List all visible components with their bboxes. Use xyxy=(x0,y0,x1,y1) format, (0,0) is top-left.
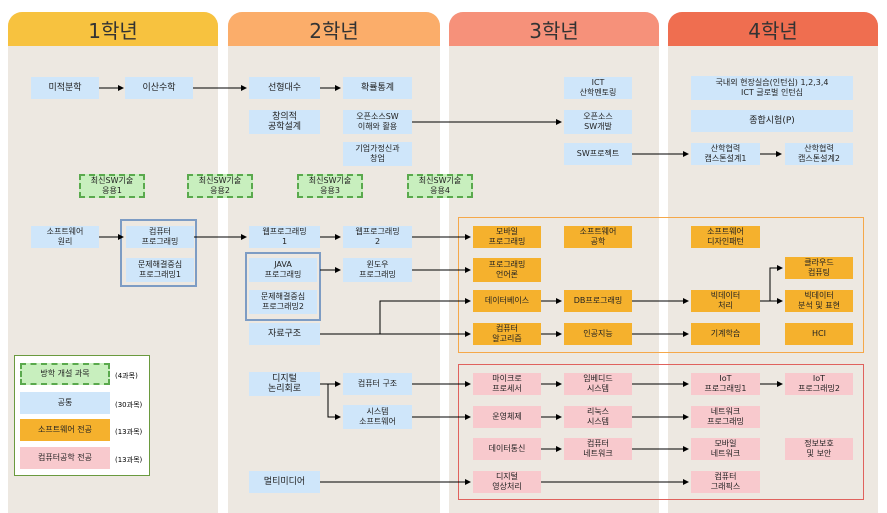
legend-swatch-common: 공통 xyxy=(20,392,110,414)
course-operating-systems[interactable]: 운영체제 xyxy=(473,406,541,428)
course-linux[interactable]: 리눅스 시스템 xyxy=(564,406,632,428)
course-system-software[interactable]: 시스템 소프트웨어 xyxy=(343,405,412,429)
legend: 방학 개설 과목 (4과목) 공통 (30과목) 소프트웨어 전공 (13과목)… xyxy=(14,355,150,476)
course-computer-network[interactable]: 컴퓨터 네트워크 xyxy=(564,438,632,460)
course-db-programming[interactable]: DB프로그래밍 xyxy=(564,290,632,312)
course-data-structure[interactable]: 자료구조 xyxy=(249,323,320,345)
course-prob-stats[interactable]: 확률통계 xyxy=(343,77,412,99)
course-latest-sw3[interactable]: 최신SW기술 응용3 xyxy=(297,174,363,198)
course-web-programming1[interactable]: 웹프로그래밍 1 xyxy=(249,226,320,248)
year-header-3: 3학년 xyxy=(449,12,659,46)
legend-swatch-computer-eng: 컴퓨터공학 전공 xyxy=(20,447,110,469)
course-creative-design[interactable]: 창의적 공학설계 xyxy=(249,110,320,134)
course-bigdata[interactable]: 빅데이터 처리 xyxy=(691,290,760,312)
course-mobile-programming[interactable]: 모바일 프로그래밍 xyxy=(473,226,541,248)
course-machine-learning[interactable]: 기계학습 xyxy=(691,323,760,345)
course-capstone2[interactable]: 산학협력 캡스톤설계2 xyxy=(785,143,853,165)
course-algorithms[interactable]: 컴퓨터 알고리즘 xyxy=(473,323,541,345)
course-mobile-network[interactable]: 모바일 네트워크 xyxy=(691,438,760,460)
course-data-communication[interactable]: 데이터통신 xyxy=(473,438,541,460)
course-hci[interactable]: HCI xyxy=(785,323,853,345)
course-windows-programming[interactable]: 윈도우 프로그래밍 xyxy=(343,258,412,282)
course-sw-design-patterns[interactable]: 소프트웨어 디자인패턴 xyxy=(691,226,760,248)
course-ict-mentoring[interactable]: ICT 산학멘토링 xyxy=(564,77,632,99)
course-latest-sw4[interactable]: 최신SW기술 응용4 xyxy=(407,174,473,198)
course-database[interactable]: 데이터베이스 xyxy=(473,290,541,312)
computer-eng-major-frame xyxy=(458,364,864,500)
course-calculus[interactable]: 미적분학 xyxy=(31,77,99,99)
software-major-frame xyxy=(458,217,864,353)
course-problem-solving1[interactable]: 문제해결중심 프로그래밍1 xyxy=(126,258,194,282)
legend-swatch-software: 소프트웨어 전공 xyxy=(20,419,110,441)
legend-swatch-vacation: 방학 개설 과목 xyxy=(20,363,110,385)
highlight-frame-year2 xyxy=(245,252,321,321)
course-computer-graphics[interactable]: 컴퓨터 그래픽스 xyxy=(691,471,760,493)
course-comprehensive-exam[interactable]: 종합시험(P) xyxy=(691,110,853,132)
course-discrete-math[interactable]: 이산수학 xyxy=(125,77,193,99)
course-programming-languages[interactable]: 프로그래밍 언어론 xyxy=(473,258,541,282)
course-microprocessor[interactable]: 마이크로 프로세서 xyxy=(473,373,541,395)
course-cloud[interactable]: 클라우드 컴퓨팅 xyxy=(785,257,853,279)
course-java-programming[interactable]: JAVA 프로그래밍 xyxy=(249,258,317,282)
course-computer-programming[interactable]: 컴퓨터 프로그래밍 xyxy=(126,226,194,248)
course-field-practice[interactable]: 국내외 현장실습(인턴십) 1,2,3,4 ICT 글로벌 인턴십 xyxy=(691,76,853,100)
course-multimedia[interactable]: 멀티미디어 xyxy=(249,471,320,493)
course-info-security[interactable]: 정보보호 및 보안 xyxy=(785,438,853,460)
course-latest-sw2[interactable]: 최신SW기술 응용2 xyxy=(187,174,253,198)
course-computer-structure[interactable]: 컴퓨터 구조 xyxy=(343,373,412,395)
course-embedded[interactable]: 임베디드 시스템 xyxy=(564,373,632,395)
course-iot1[interactable]: IoT 프로그래밍1 xyxy=(691,373,760,395)
year-header-1: 1학년 xyxy=(8,12,218,46)
course-capstone1[interactable]: 산학협력 캡스톤설계1 xyxy=(691,143,760,165)
year-header-2: 2학년 xyxy=(228,12,440,46)
course-startup[interactable]: 기업가정신과 창업 xyxy=(343,142,412,166)
course-linear-algebra[interactable]: 선형대수 xyxy=(249,77,320,99)
course-network-programming[interactable]: 네트워크 프로그래밍 xyxy=(691,406,760,428)
course-open-source-dev[interactable]: 오픈소스 SW개발 xyxy=(564,110,632,134)
course-web-programming2[interactable]: 웹프로그래밍 2 xyxy=(343,226,412,248)
course-digital-logic[interactable]: 디지털 논리회로 xyxy=(249,372,320,396)
course-bigdata-analysis[interactable]: 빅데이터 분석 및 표현 xyxy=(785,290,853,312)
course-digital-image[interactable]: 디지털 영상처리 xyxy=(473,471,541,493)
course-latest-sw1[interactable]: 최신SW기술 응용1 xyxy=(79,174,145,198)
course-ai[interactable]: 인공지능 xyxy=(564,323,632,345)
course-sw-project[interactable]: SW프로젝트 xyxy=(564,143,632,165)
legend-count-vacation: (4과목) xyxy=(115,372,138,380)
course-iot2[interactable]: IoT 프로그래밍2 xyxy=(785,373,853,395)
course-open-source-understand[interactable]: 오픈소스SW 이해와 활용 xyxy=(343,110,412,134)
legend-count-computer-eng: (13과목) xyxy=(115,456,143,464)
course-sw-engineering[interactable]: 소프트웨어 공학 xyxy=(564,226,632,248)
course-problem-solving2[interactable]: 문제해결중심 프로그래밍2 xyxy=(249,290,317,314)
year-header-4: 4학년 xyxy=(668,12,878,46)
legend-count-software: (13과목) xyxy=(115,428,143,436)
highlight-frame-year1 xyxy=(120,219,197,287)
legend-count-common: (30과목) xyxy=(115,401,143,409)
course-sw-principles[interactable]: 소프트웨어 원리 xyxy=(31,226,99,248)
